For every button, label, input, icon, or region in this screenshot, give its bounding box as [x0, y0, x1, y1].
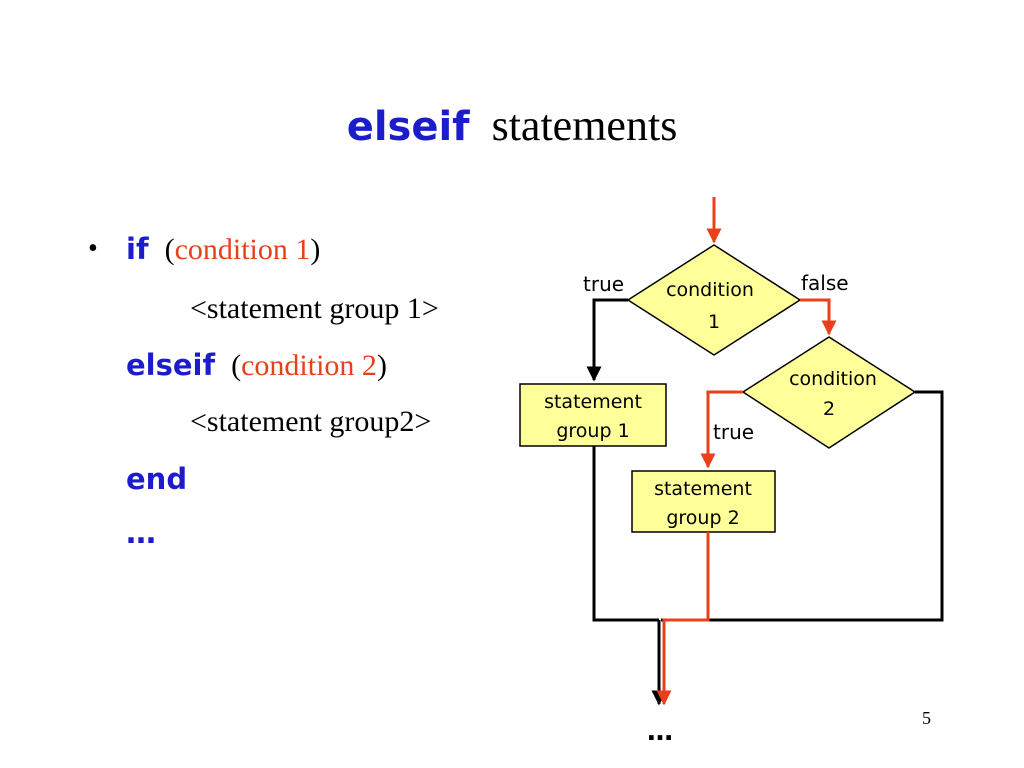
elseif-keyword: elseif [126, 348, 216, 382]
true1-path [586, 298, 628, 382]
end-keyword: end [126, 462, 188, 496]
box2-exit-path [656, 532, 710, 706]
statement-group-2-box [631, 470, 776, 533]
cond1-text: condition 1 [174, 233, 311, 266]
title-keyword: elseif [346, 104, 470, 150]
cond2-open: ( [231, 349, 242, 382]
box1-line1: statement [544, 391, 642, 413]
code-line-stmt1: <statement group 1> [190, 292, 439, 325]
end-ellipsis: … [647, 717, 673, 747]
condition-2-diamond [741, 336, 917, 449]
code-line-if: if (condition 1) [126, 232, 320, 267]
box1-line2: group 1 [556, 420, 629, 442]
slide-title: elseif statements [0, 100, 1024, 151]
false1-label: false [801, 271, 849, 295]
if-keyword: if [126, 232, 149, 266]
condition-1-diamond [626, 244, 802, 356]
cond2-text: condition 2 [241, 349, 377, 382]
page-number: 5 [922, 708, 931, 728]
diamond2-line2: 2 [823, 398, 835, 420]
code-ellipsis: … [126, 516, 156, 551]
statement-group-1-box [519, 383, 667, 447]
box1-exit-path [592, 446, 659, 622]
cond2-close: ) [376, 349, 387, 382]
box2-line2: group 2 [666, 507, 739, 529]
box2-line1: statement [654, 478, 752, 500]
true2-path [700, 390, 743, 469]
false1-path [800, 298, 837, 336]
diamond1-line1: condition [666, 279, 754, 301]
diamond2-line1: condition [789, 368, 877, 390]
true2-label: true [713, 420, 754, 444]
true1-label: true [583, 272, 624, 296]
false2-path [661, 390, 944, 622]
cond1-open: ( [164, 233, 175, 266]
diamond1-line2: 1 [708, 311, 720, 333]
code-line-stmt2: <statement group2> [190, 405, 432, 438]
code-line-elseif: elseif (condition 2) [126, 348, 387, 383]
cond1-close: ) [310, 233, 321, 266]
bullet-icon: • [88, 233, 98, 264]
title-rest: statements [491, 101, 678, 150]
